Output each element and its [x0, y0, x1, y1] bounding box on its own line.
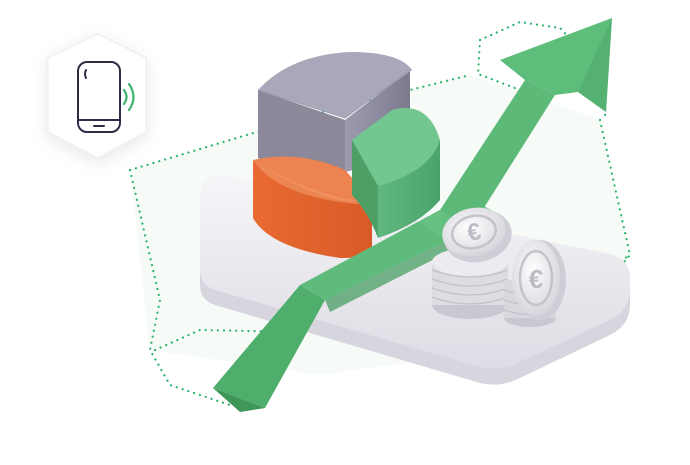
euro-coin-icon: €	[512, 240, 566, 320]
growth-arrow-icon	[213, 18, 612, 412]
euro-coin-icon: €	[442, 207, 512, 263]
phone-badge	[47, 33, 147, 159]
mobile-phone-icon	[77, 61, 121, 133]
svg-text:€: €	[529, 264, 543, 294]
coin-stack: € €	[431, 207, 566, 327]
pie-chart-icon	[253, 52, 440, 258]
svg-text:€: €	[465, 218, 484, 247]
signal-waves-icon	[122, 82, 135, 112]
